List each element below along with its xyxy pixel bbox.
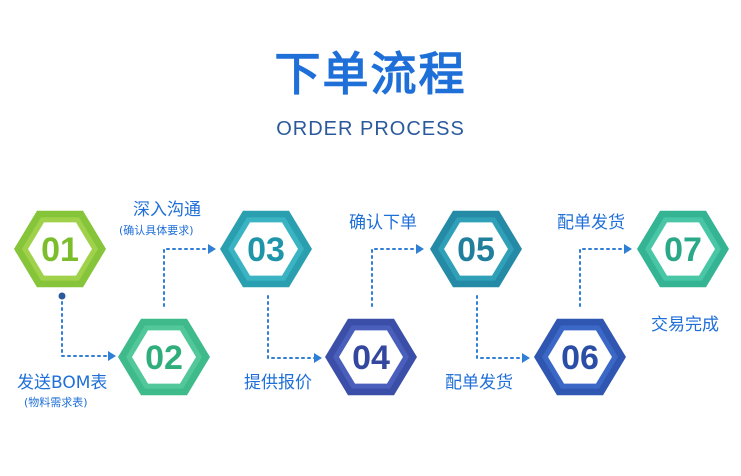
connector-2 [163,248,213,307]
step-04-label: 确认下单 [349,213,417,233]
connector-arrowhead [416,244,424,254]
step-nodes: 01 02 03 04 05 06 07 [14,210,729,396]
page-title: 下单流程 [274,47,467,101]
step-06-hex-core [548,330,612,384]
connector-arrowhead [314,353,322,363]
step-01-node: 01 [14,210,106,288]
step-02-label: 深入沟通 [133,200,201,220]
connector-5 [476,295,527,359]
connector-4 [371,248,421,307]
step-02-sublabel: (确认具体要求) [119,224,194,237]
step-07-hex-core [651,222,715,276]
page-subtitle: ORDER PROCESS [276,118,465,140]
step-01-sublabel: (物料需求表) [24,396,88,409]
step-06-label: 配单发货 [557,213,625,233]
connectors [58,244,632,363]
connector-arrowhead [522,353,530,363]
step-04-node: 04 [325,318,417,396]
step-07-label: 交易完成 [651,315,719,335]
step-01-hex-core [28,222,92,276]
step-04-hex-core [339,330,403,384]
connector-6 [579,248,629,307]
connector-arrowhead [624,244,632,254]
connector-arrowhead [208,244,216,254]
step-06-node: 06 [534,318,626,396]
connector-3 [267,295,319,359]
step-07-number: 07 [664,231,702,269]
step-03-label: 提供报价 [244,373,312,393]
step-02-hex-core [132,330,196,384]
step-04-number: 04 [352,339,390,377]
step-03-hex-core [234,222,298,276]
step-01-number: 01 [41,231,79,269]
step-07-node: 07 [637,210,729,288]
step-01-label: 发送BOM表 [17,373,108,393]
step-05-node: 05 [430,210,522,288]
step-02-node: 02 [118,318,210,396]
connector-arrowhead [108,351,116,361]
connector-start-dot [58,292,66,300]
step-02-number: 02 [145,339,183,377]
step-06-number: 06 [561,339,599,377]
connector-1 [61,295,113,357]
step-03-node: 03 [220,210,312,288]
step-03-number: 03 [247,231,285,269]
step-05-label: 配单发货 [445,373,513,393]
step-05-hex-core [444,222,508,276]
step-05-number: 05 [457,231,495,269]
